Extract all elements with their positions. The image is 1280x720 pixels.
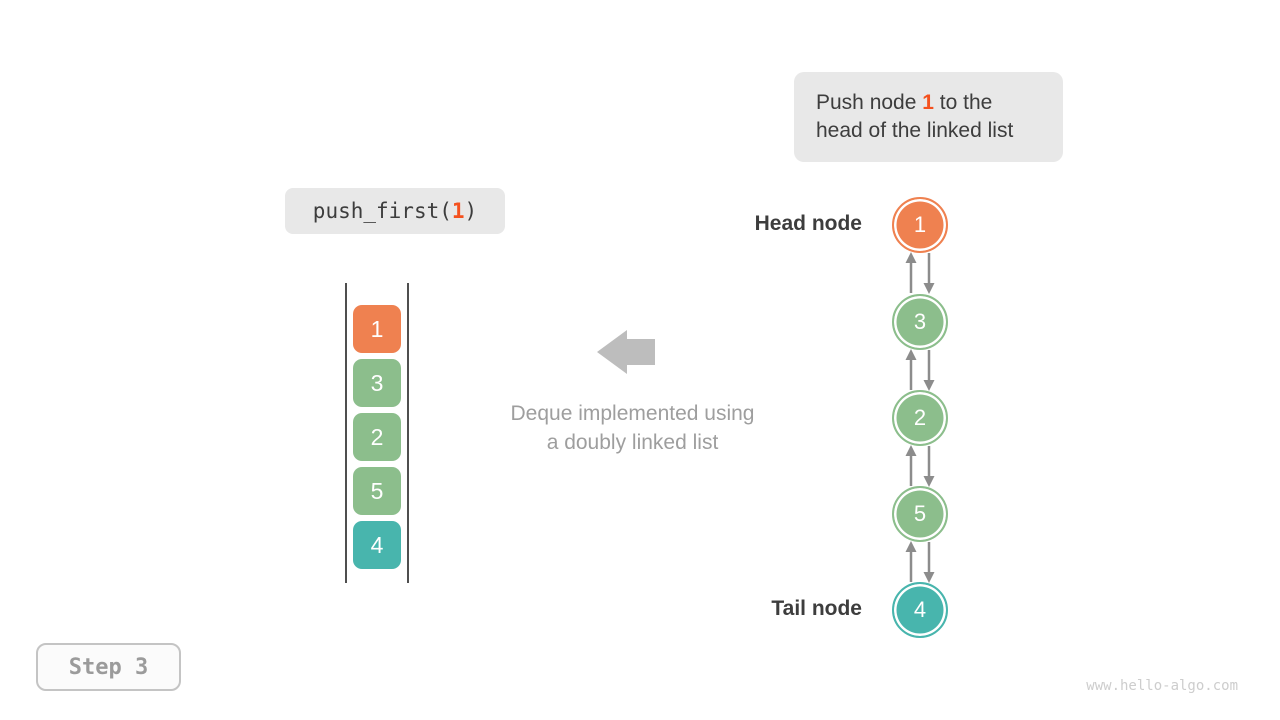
node-value: 5 bbox=[913, 501, 927, 526]
cell-value: 2 bbox=[370, 423, 384, 450]
callout-text-prefix: Push node bbox=[816, 91, 923, 114]
caption-line-1: Deque implemented using bbox=[510, 402, 755, 425]
callout-text: Push node 1 to the head of the linked li… bbox=[816, 89, 1038, 145]
node-value: 4 bbox=[913, 597, 927, 622]
deque-array-view: 1 3 2 5 4 bbox=[353, 305, 401, 569]
watermark: www.hello-algo.com bbox=[1086, 678, 1238, 694]
arrow-shaft bbox=[627, 339, 655, 365]
up-arrow-head-icon bbox=[905, 349, 917, 360]
list-node: 2 bbox=[892, 390, 948, 446]
double-arrow-connector bbox=[905, 349, 935, 391]
callout-text-suffix: to the head of the linked list bbox=[816, 91, 1014, 142]
up-arrow-head-icon bbox=[905, 252, 917, 263]
down-arrow-head-icon bbox=[923, 283, 935, 294]
code-label: push_first(1) bbox=[285, 188, 505, 234]
highlighted-node-value: 1 bbox=[922, 91, 934, 114]
list-node: 5 bbox=[892, 486, 948, 542]
array-cell: 1 bbox=[353, 305, 401, 353]
arrow-head bbox=[597, 330, 627, 374]
code-arg: 1 bbox=[451, 199, 465, 223]
array-cell: 3 bbox=[353, 359, 401, 407]
callout-box: Push node 1 to the head of the linked li… bbox=[794, 72, 1063, 162]
head-node-label: Head node bbox=[754, 212, 862, 235]
array-cell: 5 bbox=[353, 467, 401, 515]
double-arrow-connector bbox=[905, 252, 935, 294]
double-arrow-connector bbox=[905, 445, 935, 487]
down-arrow-head-icon bbox=[923, 476, 935, 487]
cell-value: 4 bbox=[370, 531, 384, 558]
array-cell: 4 bbox=[353, 521, 401, 569]
node-value: 2 bbox=[913, 405, 927, 430]
step-badge: Step 3 bbox=[36, 643, 181, 691]
node-value: 3 bbox=[913, 309, 927, 334]
array-rail-right bbox=[407, 283, 409, 583]
flow-arrow-left-icon bbox=[597, 330, 655, 374]
caption: Deque implemented using a doubly linked … bbox=[460, 399, 805, 457]
tail-node-label: Tail node bbox=[771, 597, 862, 620]
double-arrow-connector bbox=[905, 541, 935, 583]
cell-value: 3 bbox=[370, 369, 384, 396]
list-node: 3 bbox=[892, 294, 948, 350]
array-rail-left bbox=[345, 283, 347, 583]
array-cell: 2 bbox=[353, 413, 401, 461]
node-value: 1 bbox=[913, 212, 927, 237]
caption-line-2: a doubly linked list bbox=[546, 431, 719, 454]
down-arrow-head-icon bbox=[923, 572, 935, 583]
cell-value: 5 bbox=[370, 477, 384, 504]
cell-value: 1 bbox=[370, 315, 384, 342]
up-arrow-head-icon bbox=[905, 541, 917, 552]
code-suffix: ) bbox=[464, 199, 478, 223]
code-prefix: push_first( bbox=[312, 199, 452, 223]
list-node: 4 bbox=[892, 582, 948, 638]
list-node: 1 bbox=[892, 197, 948, 253]
up-arrow-head-icon bbox=[905, 445, 917, 456]
down-arrow-head-icon bbox=[923, 380, 935, 391]
step-label: Step 3 bbox=[68, 654, 149, 680]
